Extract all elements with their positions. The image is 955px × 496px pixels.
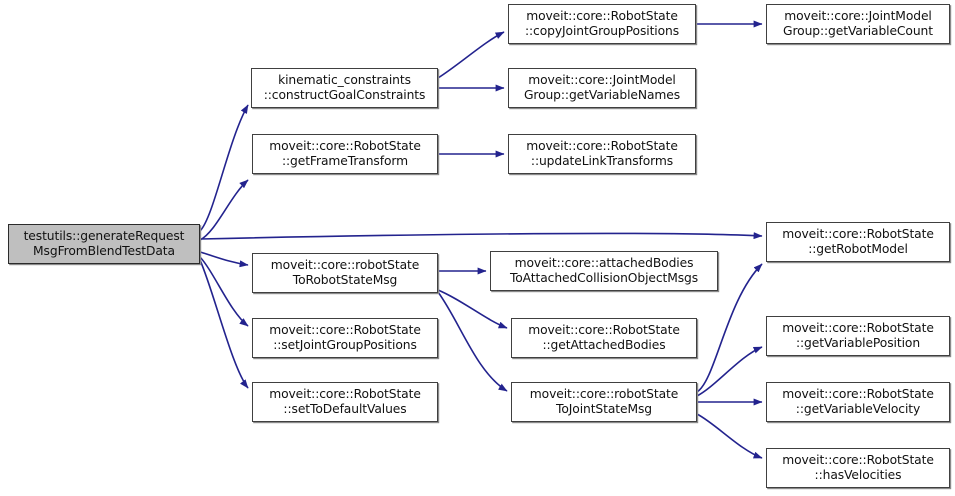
graph-node-get-variable-names[interactable]: moveit::core::JointModel Group::getVaria… — [508, 68, 696, 108]
graph-node-get-robot-model[interactable]: moveit::core::RobotState ::getRobotModel — [766, 222, 950, 262]
graph-node-get-attached-bodies[interactable]: moveit::core::RobotState ::getAttachedBo… — [511, 318, 697, 358]
graph-node-robot-state-to-robot-state-msg[interactable]: moveit::core::robotState ToRobotStateMsg — [252, 253, 438, 293]
graph-node-set-to-default-values[interactable]: moveit::core::RobotState ::setToDefaultV… — [252, 382, 438, 422]
graph-node-label: testutils::generateRequest MsgFromBlendT… — [23, 229, 185, 258]
graph-node-construct-goal-constraints[interactable]: kinematic_constraints ::constructGoalCon… — [251, 68, 438, 108]
graph-node-label: moveit::core::RobotState ::setToDefaultV… — [269, 387, 421, 416]
graph-node-get-variable-position[interactable]: moveit::core::RobotState ::getVariablePo… — [766, 316, 950, 356]
graph-node-get-frame-transform[interactable]: moveit::core::RobotState ::getFrameTrans… — [252, 134, 438, 174]
graph-node-copy-joint-group-positions[interactable]: moveit::core::RobotState ::copyJointGrou… — [508, 4, 696, 44]
graph-node-robot-state-to-joint-state-msg[interactable]: moveit::core::robotState ToJointStateMsg — [511, 382, 697, 422]
graph-node-attached-bodies-to-attached-collision-object-msgs[interactable]: moveit::core::attachedBodies ToAttachedC… — [490, 251, 718, 291]
graph-node-has-velocities[interactable]: moveit::core::RobotState ::hasVelocities — [766, 448, 950, 488]
graph-node-label: moveit::core::robotState ToRobotStateMsg — [270, 258, 420, 287]
graph-node-root[interactable]: testutils::generateRequest MsgFromBlendT… — [8, 224, 200, 264]
graph-node-get-variable-count[interactable]: moveit::core::JointModel Group::getVaria… — [766, 4, 950, 44]
edge-robot-state-to-robot-state-msg-to-robot-state-to-joint-state-msg — [437, 291, 508, 392]
graph-node-get-variable-velocity[interactable]: moveit::core::RobotState ::getVariableVe… — [766, 382, 950, 422]
graph-node-label: moveit::core::JointModel Group::getVaria… — [523, 73, 681, 102]
edge-robot-state-to-joint-state-msg-to-get-variable-position — [696, 346, 763, 397]
graph-node-label: moveit::core::RobotState ::updateLinkTra… — [526, 139, 678, 168]
graph-node-label: moveit::core::RobotState ::setJointGroup… — [269, 323, 421, 352]
edge-root-to-get-frame-transform — [199, 179, 249, 241]
edge-root-to-get-robot-model — [199, 232, 763, 240]
graph-node-label: kinematic_constraints ::constructGoalCon… — [263, 73, 426, 102]
edge-root-to-construct-goal-constraints — [199, 104, 249, 232]
graph-node-label: moveit::core::RobotState ::getRobotModel — [782, 227, 934, 256]
edge-root-to-set-to-default-values — [199, 259, 249, 389]
edge-robot-state-to-joint-state-msg-to-has-velocities — [696, 413, 763, 459]
graph-node-label: moveit::core::JointModel Group::getVaria… — [783, 9, 933, 38]
edge-root-to-robot-state-to-robot-state-msg — [199, 251, 249, 268]
graph-node-label: moveit::core::RobotState ::getVariableVe… — [782, 387, 934, 416]
graph-node-set-joint-group-positions[interactable]: moveit::core::RobotState ::setJointGroup… — [252, 318, 438, 358]
graph-node-label: moveit::core::RobotState ::getVariablePo… — [782, 321, 934, 350]
graph-node-update-link-transforms[interactable]: moveit::core::RobotState ::updateLinkTra… — [508, 134, 696, 174]
graph-node-label: moveit::core::RobotState ::getAttachedBo… — [528, 323, 680, 352]
edge-robot-state-to-robot-state-msg-to-get-attached-bodies — [437, 289, 508, 329]
graph-node-label: moveit::core::robotState ToJointStateMsg — [529, 387, 679, 416]
graph-node-label: moveit::core::attachedBodies ToAttachedC… — [509, 256, 699, 285]
edge-construct-goal-constraints-to-copy-joint-group-positions — [437, 31, 505, 79]
graph-node-label: moveit::core::RobotState ::copyJointGrou… — [524, 9, 680, 38]
graph-node-label: moveit::core::RobotState ::getFrameTrans… — [269, 139, 421, 168]
edge-root-to-set-joint-group-positions — [199, 256, 249, 327]
graph-node-label: moveit::core::RobotState ::hasVelocities — [782, 453, 934, 482]
